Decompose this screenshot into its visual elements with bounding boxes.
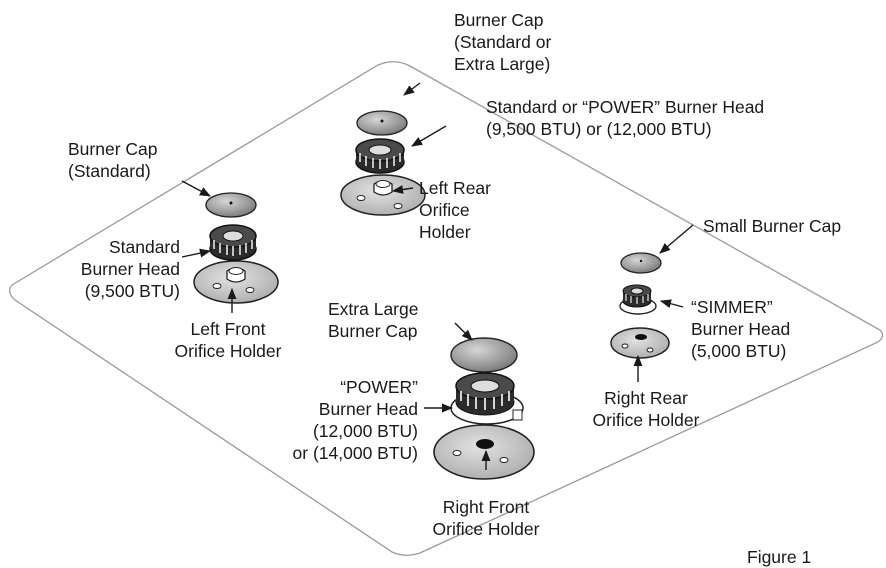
power-burner-head — [450, 372, 524, 425]
left-front-burner-cap — [205, 192, 257, 218]
extra-large-cap-label: Extra Large Burner Cap — [328, 299, 419, 341]
figure-caption: Figure 1 — [747, 547, 812, 567]
simmer-burner-head — [619, 284, 657, 315]
right-front-burner — [433, 337, 535, 480]
left-burner-cap-label: Burner Cap (Standard) — [68, 139, 158, 181]
left-rear-burner — [340, 110, 426, 216]
burner-illustration — [8, 61, 884, 556]
arrow-left-cap — [181, 180, 211, 197]
arrow-top-cap — [403, 82, 421, 96]
small-burner-cap-label: Small Burner Cap — [703, 216, 842, 236]
left-front-burner — [193, 192, 279, 304]
top-burner-head-label: Standard or “POWER” Burner Head (9,500 B… — [486, 97, 765, 139]
arrow-simmer-head — [659, 299, 684, 308]
left-front-orifice-holder-label: Left Front Orifice Holder — [174, 319, 282, 361]
left-rear-burner-cap — [356, 110, 408, 136]
arrow-left-rear-holder — [391, 185, 414, 194]
left-burner-head-label: Standard Burner Head (9,500 BTU) — [80, 237, 180, 301]
right-front-orifice-holder — [433, 424, 535, 480]
simmer-burner-head-label: “SIMMER” Burner Head (5,000 BTU) — [691, 297, 791, 361]
extra-large-burner-cap — [450, 337, 518, 373]
small-burner-cap — [620, 252, 662, 274]
arrow-small-cap — [659, 224, 694, 254]
top-burner-cap-label: Burner Cap (Standard or Extra Large) — [454, 10, 552, 74]
right-front-orifice-holder-label: Right Front Orifice Holder — [432, 497, 540, 539]
right-rear-burner — [610, 252, 670, 359]
left-rear-orifice-holder-label: Left Rear Orifice Holder — [419, 178, 491, 242]
arrow-xl-cap — [454, 322, 473, 341]
right-rear-orifice-holder — [610, 327, 670, 359]
left-front-burner-head — [209, 224, 257, 261]
right-rear-orifice-holder-label: Right Rear Orifice Holder — [592, 388, 700, 430]
burner-diagram: Burner Cap (Standard or Extra Large) Sta… — [8, 10, 884, 567]
power-burner-head-label: “POWER” Burner Head (12,000 BTU) or (14,… — [292, 377, 418, 463]
arrow-top-head — [411, 125, 447, 147]
cooktop-outline — [8, 61, 884, 556]
left-rear-burner-head — [355, 138, 405, 174]
arrow-left-head — [181, 248, 212, 258]
